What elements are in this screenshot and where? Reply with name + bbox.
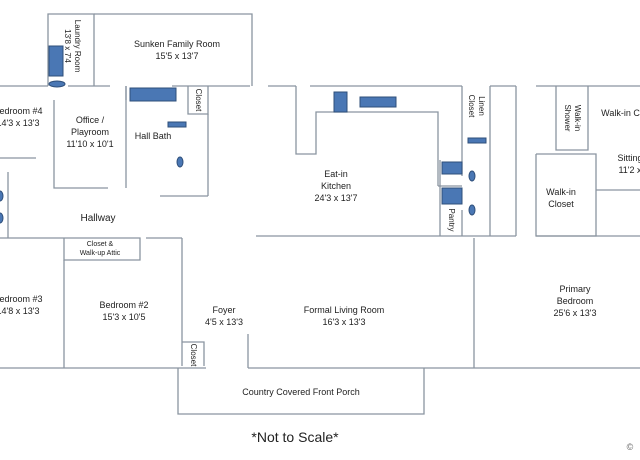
hallway-label: Hallway — [80, 213, 116, 224]
sink-right — [441, 187, 463, 205]
fridge — [333, 91, 348, 113]
sitting-room-label: Sitting11'2 x — [617, 153, 640, 175]
sink-left — [441, 161, 463, 175]
hall-bath-label: Hall Bath — [134, 131, 172, 141]
washer-fixture — [48, 45, 64, 77]
copyright-mark: © — [626, 442, 634, 452]
dryer-fixture — [48, 80, 66, 88]
bath-vanity — [167, 121, 187, 128]
bath-closet-label: Closet — [194, 88, 203, 112]
porch-label: Country Covered Front Porch — [242, 387, 360, 397]
bedroom3-label: Bedroom #314'8 x 13'3 — [0, 294, 43, 316]
linen-shelf — [467, 137, 487, 144]
fixture-d — [0, 212, 4, 224]
closet-attic-label: Closet &Walk-up Attic — [79, 241, 121, 257]
fixture-b — [468, 204, 476, 216]
scale-note: *Not to Scale* — [251, 429, 339, 445]
range — [359, 96, 397, 108]
fixture-c — [0, 190, 4, 202]
toilet — [176, 156, 184, 168]
bath-tub — [129, 87, 177, 102]
fixture-a — [468, 170, 476, 182]
pantry-label: Pantry — [447, 208, 456, 232]
foyer-closet-label: Closet — [189, 343, 198, 367]
walkin-closet-top-label: Walk-in Closet — [601, 108, 640, 118]
bedroom4-label: Bedroom #414'3 x 13'3 — [0, 106, 43, 128]
